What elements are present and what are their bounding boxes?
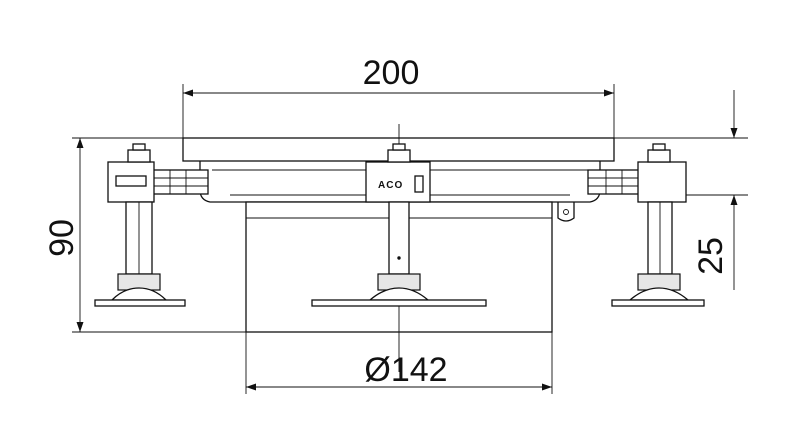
dimension-outlet-diameter: Ø142 xyxy=(245,332,553,394)
dimension-label-142: Ø142 xyxy=(364,351,447,389)
right-leveling-foot xyxy=(587,143,705,307)
aco-logo: ACO xyxy=(378,180,403,191)
dimension-label-90: 90 xyxy=(43,219,81,257)
left-leveling-foot xyxy=(94,143,209,307)
dimension-label-25: 25 xyxy=(692,237,730,275)
dimension-frame-height: 25 xyxy=(614,90,748,290)
dimension-total-height: 90 xyxy=(43,137,246,333)
dimension-label-200: 200 xyxy=(363,54,420,92)
dimension-top-width: 200 xyxy=(182,54,615,138)
center-leveling-foot: ACO xyxy=(311,143,487,307)
